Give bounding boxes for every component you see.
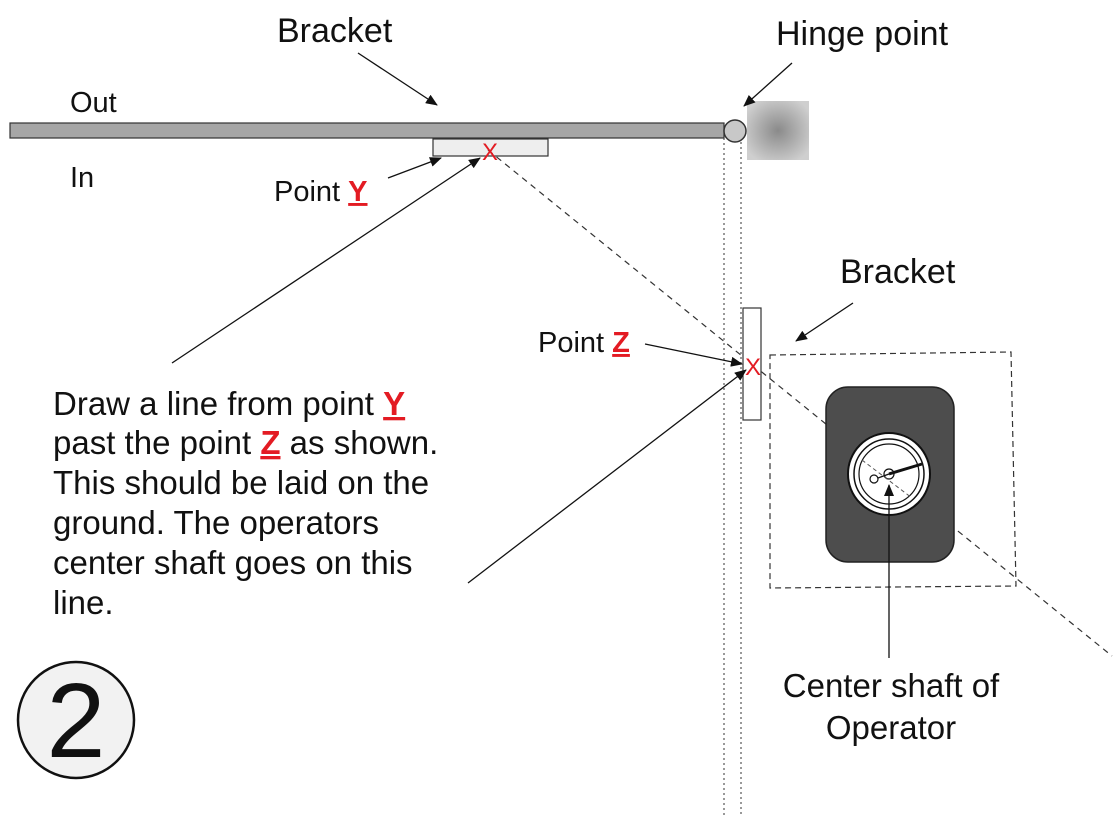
bracket-right-label: Bracket: [840, 253, 956, 291]
hinge-point-label: Hinge point: [776, 15, 949, 53]
arrow-point-y: [387, 157, 442, 179]
operator-outline: [769, 351, 1017, 589]
out-label: Out: [70, 87, 117, 119]
arrow-point-z: [644, 343, 743, 367]
svg-text:past the point Z as shown.: past the point Z as shown.: [53, 424, 438, 461]
svg-text:2: 2: [47, 662, 106, 780]
center-shaft-label-line1: Center shaft of: [783, 667, 1000, 704]
point-y-label: Point Y: [274, 176, 368, 208]
marker-x-y: X: [482, 139, 498, 166]
svg-text:Draw a line from point Y: Draw a line from point Y: [53, 385, 405, 422]
arrow-bracket-top: [357, 52, 438, 106]
side-bracket: [742, 307, 762, 421]
svg-text:This should be laid on the: This should be laid on the: [53, 464, 429, 501]
instruction-text: Draw a line from point Y past the point …: [53, 385, 438, 621]
arrow-bracket-right: [795, 302, 854, 342]
in-label: In: [70, 162, 94, 194]
svg-text:center shaft goes on this: center shaft goes on this: [53, 544, 413, 581]
bracket-top-label: Bracket: [277, 12, 393, 50]
center-shaft-icon: [847, 432, 931, 516]
svg-text:line.: line.: [53, 584, 114, 621]
step-number-badge: 2: [16, 660, 136, 780]
arrow-instruction-to-z: [467, 369, 747, 584]
top-bracket: [432, 138, 549, 157]
alignment-line: [487, 149, 1113, 657]
arrow-hinge-point: [743, 62, 793, 107]
marker-x-z: X: [745, 354, 761, 381]
hinge-post: [747, 101, 809, 160]
arrow-instruction-to-y: [171, 157, 481, 364]
svg-text:ground. The operators: ground. The operators: [53, 504, 379, 541]
center-shaft-label-line2: Operator: [826, 709, 956, 746]
hinge-circle: [723, 119, 747, 143]
point-z-label: Point Z: [538, 327, 630, 359]
gate-arm: [9, 122, 725, 139]
